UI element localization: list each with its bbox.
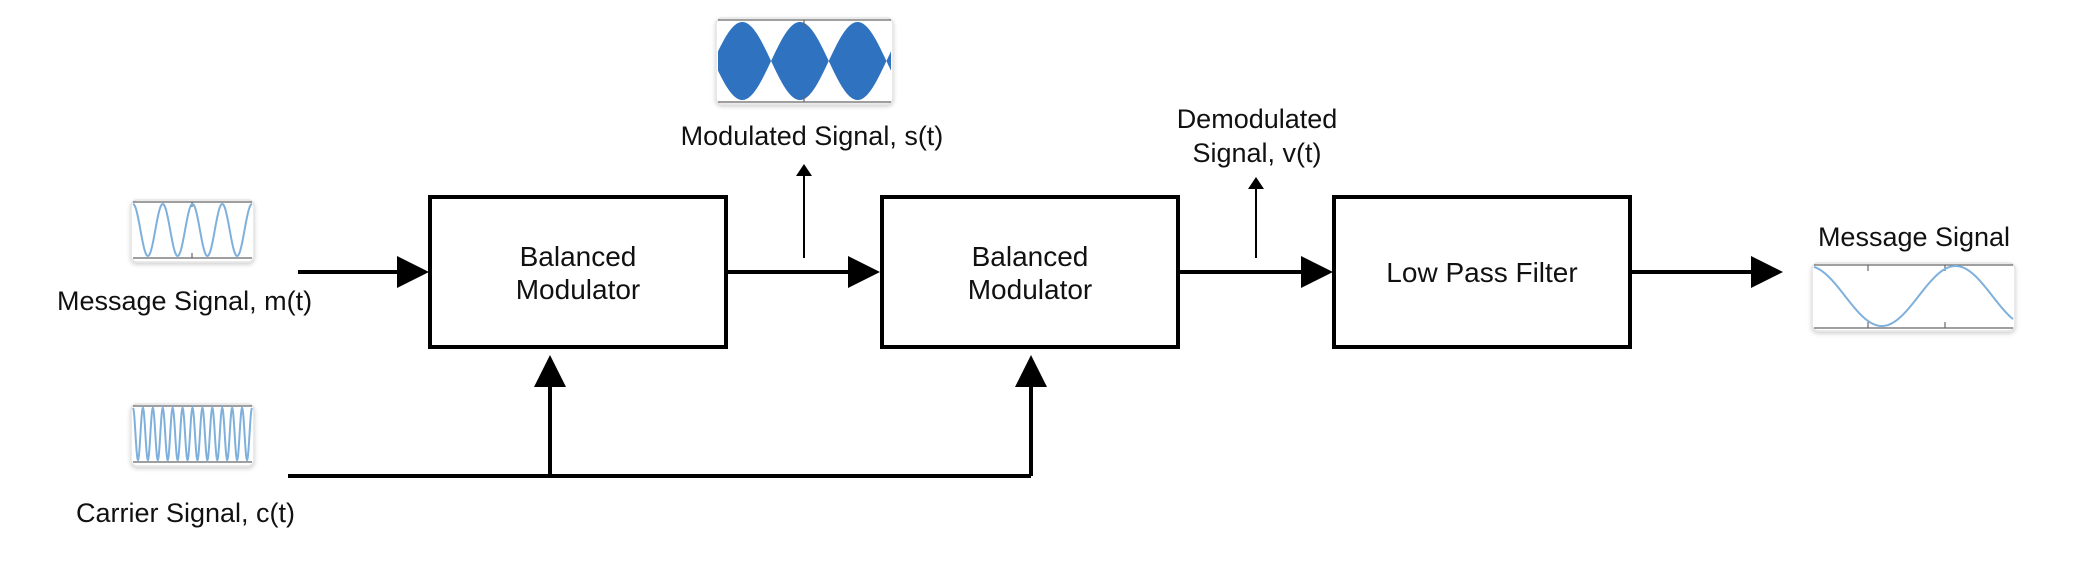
message-signal-input-label: Message Signal, m(t) bbox=[57, 286, 312, 316]
balanced-modulator-2: Balanced Modulator bbox=[880, 195, 1180, 349]
output-waveform-plot bbox=[1813, 264, 2014, 329]
balanced-modulator-1: Balanced Modulator bbox=[428, 195, 728, 349]
message-waveform-plot bbox=[132, 201, 253, 259]
low-pass-filter: Low Pass Filter bbox=[1332, 195, 1632, 349]
modulated-waveform-plot bbox=[718, 19, 891, 103]
modulator1-label-line1: Balanced bbox=[520, 241, 637, 272]
output-waveform-thumbnail bbox=[1811, 262, 2016, 332]
demodulated-signal-label-line1: Demodulated bbox=[1177, 104, 1338, 134]
modulator2-label-line1: Balanced bbox=[972, 241, 1089, 272]
carrier-waveform-plot bbox=[132, 405, 253, 463]
modulator2-label-line2: Modulator bbox=[968, 274, 1093, 305]
message-signal-output-label: Message Signal bbox=[1818, 222, 2010, 252]
carrier-signal-label: Carrier Signal, c(t) bbox=[76, 498, 295, 528]
modulator1-label-line2: Modulator bbox=[516, 274, 641, 305]
lpf-label: Low Pass Filter bbox=[1386, 257, 1577, 288]
demodulated-signal-label-line2: Signal, v(t) bbox=[1192, 138, 1321, 168]
modulated-signal-label: Modulated Signal, s(t) bbox=[681, 121, 944, 151]
message-waveform-thumbnail bbox=[130, 199, 255, 263]
